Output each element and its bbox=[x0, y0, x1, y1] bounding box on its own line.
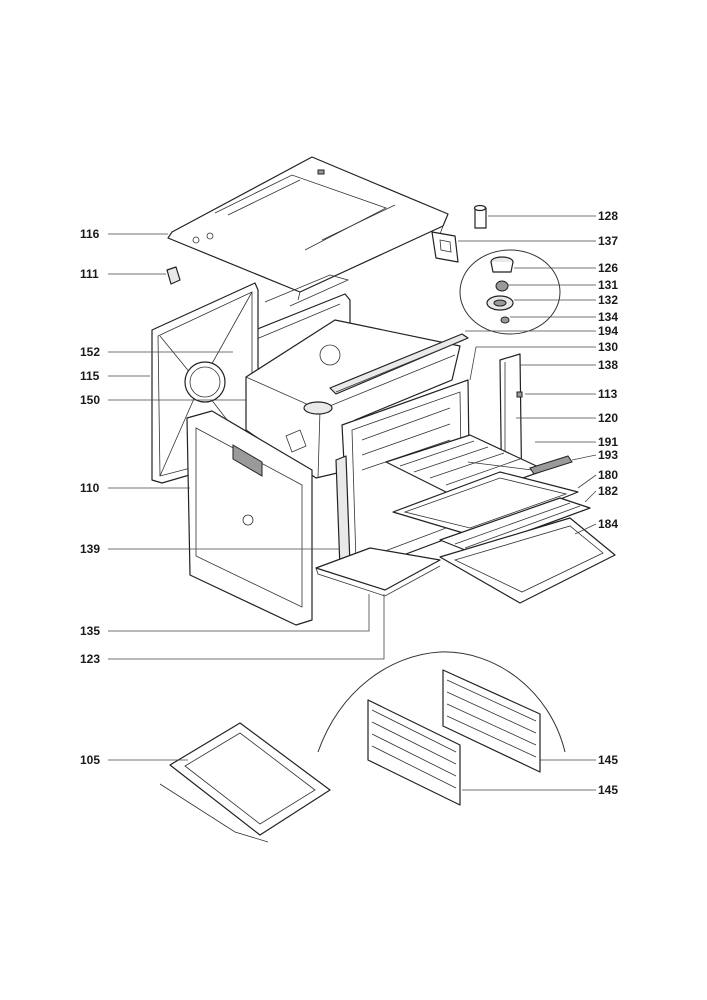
part-number-label: 152 bbox=[80, 345, 100, 359]
leader-line bbox=[577, 474, 597, 489]
part-number-label: 180 bbox=[598, 468, 618, 482]
part-number-label: 132 bbox=[598, 293, 618, 307]
oven-door bbox=[186, 410, 313, 626]
callout-c139: 139 bbox=[80, 542, 340, 556]
side-rack-guides bbox=[317, 651, 566, 806]
leader-line bbox=[469, 346, 596, 381]
callout-c110: 110 bbox=[80, 481, 190, 495]
callout-c111: 111 bbox=[80, 267, 166, 281]
callout-c138: 138 bbox=[520, 358, 618, 372]
callout-c182: 182 bbox=[584, 484, 618, 503]
callout-c193: 193 bbox=[571, 448, 618, 462]
part-number-label: 110 bbox=[80, 481, 100, 495]
part-number-label: 194 bbox=[598, 324, 618, 338]
part-number-label: 115 bbox=[80, 369, 100, 383]
callout-c113: 113 bbox=[525, 387, 618, 401]
part-number-label: 113 bbox=[598, 387, 618, 401]
top-cover-panel bbox=[167, 156, 449, 301]
part-number-label: 145 bbox=[598, 753, 618, 767]
part-number-label: 111 bbox=[80, 267, 99, 281]
part-number-label: 150 bbox=[80, 393, 100, 407]
callout-c194: 194 bbox=[465, 324, 618, 338]
part-number-label: 116 bbox=[80, 227, 100, 241]
part-number-label: 139 bbox=[80, 542, 100, 556]
leader-line bbox=[571, 454, 597, 461]
callout-c135: 135 bbox=[80, 594, 370, 638]
clip-part bbox=[166, 266, 181, 285]
callout-c150: 150 bbox=[80, 393, 246, 407]
callout-c131: 131 bbox=[508, 278, 618, 292]
grill-element bbox=[329, 333, 469, 395]
callout-c116: 116 bbox=[80, 227, 168, 241]
leader-line bbox=[108, 594, 370, 632]
callout-c145a: 145 bbox=[540, 753, 618, 767]
part-number-label: 123 bbox=[80, 652, 100, 666]
callout-c191: 191 bbox=[535, 435, 618, 449]
callout-c126: 126 bbox=[514, 261, 618, 275]
enamel-tray bbox=[392, 471, 579, 536]
part-number-label: 191 bbox=[598, 435, 618, 449]
callout-c130: 130 bbox=[469, 340, 618, 381]
callout-c132: 132 bbox=[514, 293, 618, 307]
part-number-label: 105 bbox=[80, 753, 100, 767]
leader-line bbox=[108, 594, 385, 660]
leader-line bbox=[574, 523, 597, 535]
part-number-label: 182 bbox=[598, 484, 618, 498]
callout-c180: 180 bbox=[577, 468, 618, 489]
part-number-label: 134 bbox=[598, 310, 618, 324]
rotisserie-spit bbox=[467, 455, 573, 475]
part-number-label: 126 bbox=[598, 261, 618, 275]
oven-base bbox=[315, 547, 441, 597]
callout-c115: 115 bbox=[80, 369, 150, 383]
part-number-label: 184 bbox=[598, 517, 618, 531]
callout-c134: 134 bbox=[510, 310, 618, 324]
telescopic-rails bbox=[159, 722, 331, 843]
part-number-label: 130 bbox=[598, 340, 618, 354]
part-number-label: 131 bbox=[598, 278, 618, 292]
callout-c120: 120 bbox=[516, 411, 618, 425]
part-number-label: 135 bbox=[80, 624, 100, 638]
drip-tray bbox=[439, 517, 616, 604]
callout-c145b: 145 bbox=[462, 783, 618, 797]
callout-c184: 184 bbox=[574, 517, 618, 535]
part-number-label: 193 bbox=[598, 448, 618, 462]
callout-c137: 137 bbox=[458, 234, 618, 248]
part-number-label: 120 bbox=[598, 411, 618, 425]
callout-c128: 128 bbox=[488, 209, 618, 223]
grill-grid bbox=[439, 497, 591, 553]
callout-c105: 105 bbox=[80, 753, 188, 767]
part-number-label: 145 bbox=[598, 783, 618, 797]
leader-line bbox=[584, 490, 597, 503]
callout-c123: 123 bbox=[80, 594, 385, 666]
callout-layer: 116 111 152 115 150 110 139 135 123 105 128 137 126 1… bbox=[80, 209, 618, 797]
part-number-label: 128 bbox=[598, 209, 618, 223]
part-number-label: 138 bbox=[598, 358, 618, 372]
lamp-parts bbox=[431, 204, 561, 398]
callout-c152: 152 bbox=[80, 345, 233, 359]
part-number-label: 137 bbox=[598, 234, 618, 248]
